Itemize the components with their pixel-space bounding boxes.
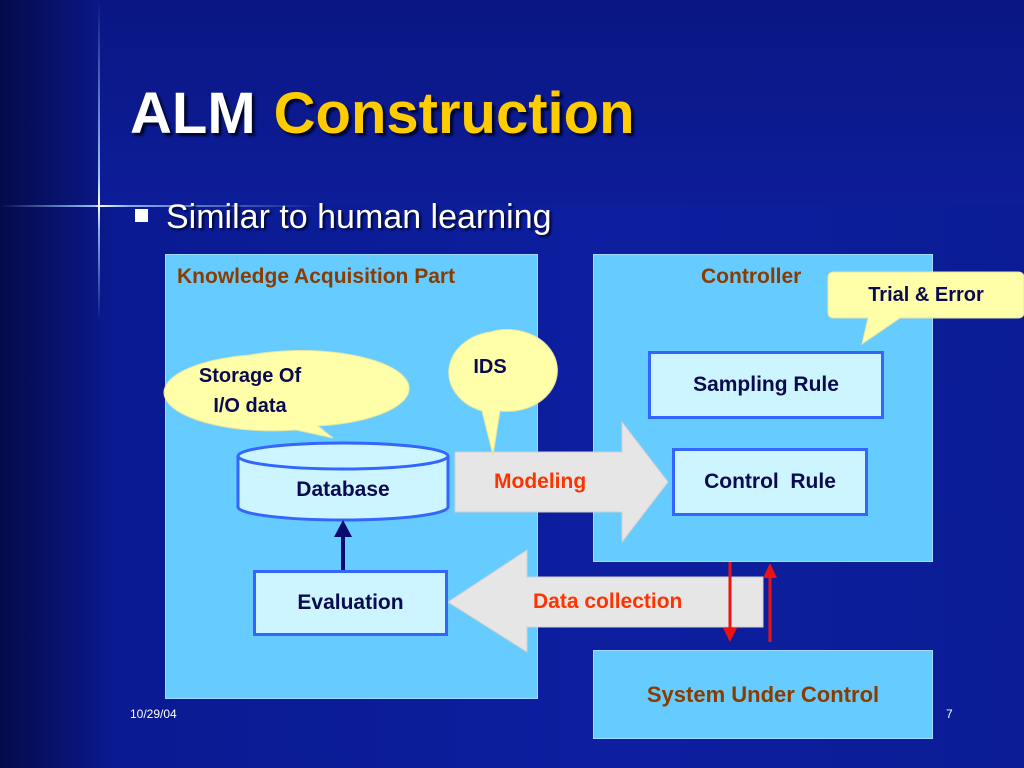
evaluation-block: Evaluation (253, 570, 448, 636)
data-collection-arrow (447, 549, 764, 653)
storage-callout-line2: I/O data (213, 395, 287, 417)
ids-callout-text: IDS (473, 356, 507, 378)
database-cylinder-top (236, 441, 450, 471)
bullet-item: Similar to human learning (135, 198, 552, 237)
data-collection-label: Data collection (533, 590, 683, 613)
modeling-label: Modeling (494, 470, 587, 493)
database-label: Database (238, 470, 448, 510)
system-under-control-label: System Under Control (646, 681, 880, 707)
evaluation-text: Evaluation (297, 591, 404, 614)
controller-title: Controller (701, 265, 802, 288)
footer-date: 10/29/04 (130, 707, 177, 721)
storage-callout-bubble (163, 349, 410, 439)
trial-callout-text: Trial & Error (868, 284, 984, 306)
sampling-rule-text: Sampling Rule (693, 373, 839, 396)
star-flare-vertical (98, 0, 100, 320)
bullet-text: Similar to human learning (166, 198, 552, 236)
ids-callout-bubble (448, 328, 558, 456)
feedback-up-arrow-head (763, 563, 777, 578)
knowledge-acquisition-title: Knowledge Acquisition Part (177, 265, 456, 288)
title-word-construction: Construction (273, 81, 635, 146)
bullet-square-icon (135, 208, 148, 222)
footer-page-number: 7 (946, 707, 953, 721)
slide-title: ALM Construction (130, 80, 635, 147)
star-flare-horizontal (0, 205, 320, 207)
database-cylinder-body (236, 456, 450, 522)
control-rule-text: Control Rule (704, 470, 836, 493)
modeling-arrow (454, 420, 669, 544)
evaluation-to-database-arrow-head (334, 520, 352, 537)
control-rule-block: Control Rule (672, 448, 868, 516)
left-band (0, 0, 98, 768)
sampling-rule-block: Sampling Rule (648, 351, 884, 419)
control-down-arrow-head (723, 628, 737, 642)
database-text: Database (296, 478, 390, 501)
system-under-control-panel: System Under Control (593, 650, 933, 739)
title-band (98, 0, 1024, 205)
title-word-alm: ALM (130, 81, 256, 146)
storage-callout-text: Storage Of I/O data (150, 361, 350, 421)
storage-callout-line1: Storage Of (198, 365, 302, 387)
